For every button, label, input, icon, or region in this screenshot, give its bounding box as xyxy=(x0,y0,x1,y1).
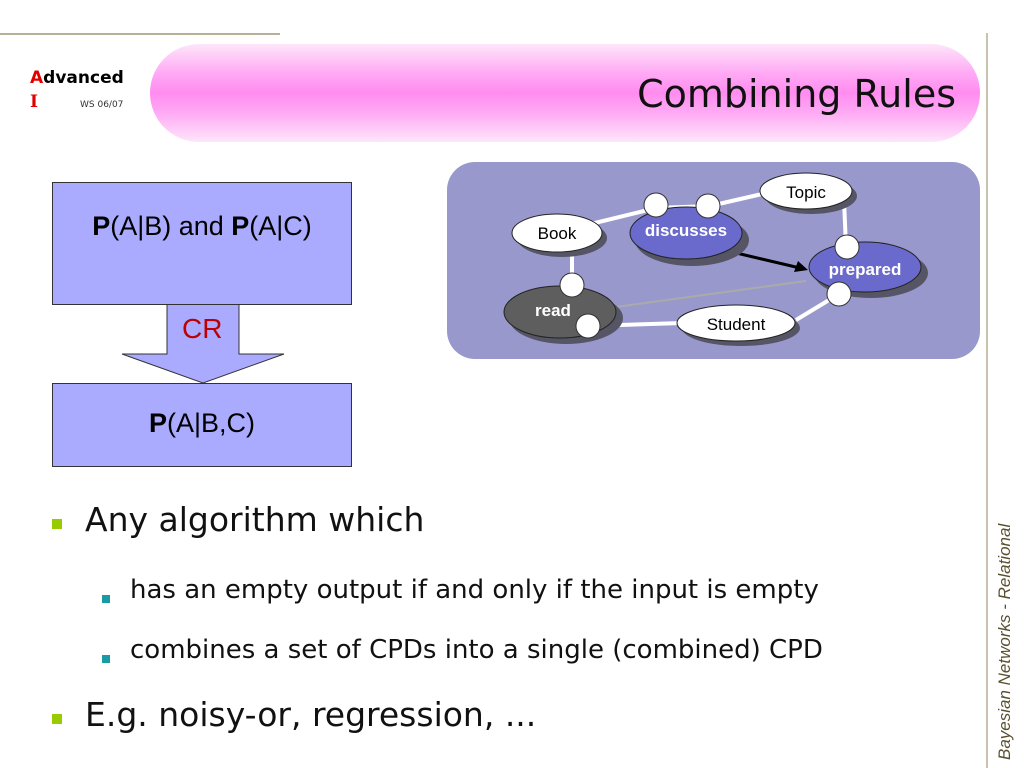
title-banner xyxy=(150,44,980,142)
svg-text:Book: Book xyxy=(538,224,577,243)
svg-text:Student: Student xyxy=(707,315,766,334)
cpd-input-box: P(A|B) and P(A|C) xyxy=(52,182,352,305)
right-rule xyxy=(986,33,988,768)
bullet-marker xyxy=(52,519,62,529)
svg-text:read: read xyxy=(535,301,571,320)
node-discusses: discusses xyxy=(629,206,743,260)
slide-title: Combining Rules xyxy=(637,72,956,116)
logo-i: I xyxy=(30,92,38,112)
sub-bullet-marker xyxy=(102,595,110,603)
node-topic: Topic xyxy=(759,172,853,210)
side-label: Bayesian Networks - Relational xyxy=(995,523,1014,760)
cr-label: CR xyxy=(182,313,223,344)
semester-label: WS 06/07 xyxy=(80,100,124,110)
bullet-marker xyxy=(52,714,62,724)
node-student: Student xyxy=(676,304,796,342)
svg-text:discusses: discusses xyxy=(645,221,727,240)
svg-text:Topic: Topic xyxy=(786,183,826,202)
node-prepared: prepared xyxy=(808,241,922,293)
node-book: Book xyxy=(511,213,603,253)
svg-text:prepared: prepared xyxy=(829,260,902,279)
sub-bullet-2-text: combines a set of CPDs into a single (co… xyxy=(130,635,823,665)
cpd-output-box: P(A|B,C) xyxy=(52,383,352,467)
bullet-1-text: Any algorithm which xyxy=(85,500,425,539)
sub-bullet-1-text: has an empty output if and only if the i… xyxy=(130,575,819,605)
bullet-2-text: E.g. noisy-or, regression, ... xyxy=(85,695,537,734)
sub-bullet-marker xyxy=(102,655,110,663)
logo-advanced: Advanced xyxy=(30,68,124,88)
relational-graph: Book discusses Topic prepared read Stude… xyxy=(447,162,980,359)
header-rule xyxy=(0,33,280,35)
